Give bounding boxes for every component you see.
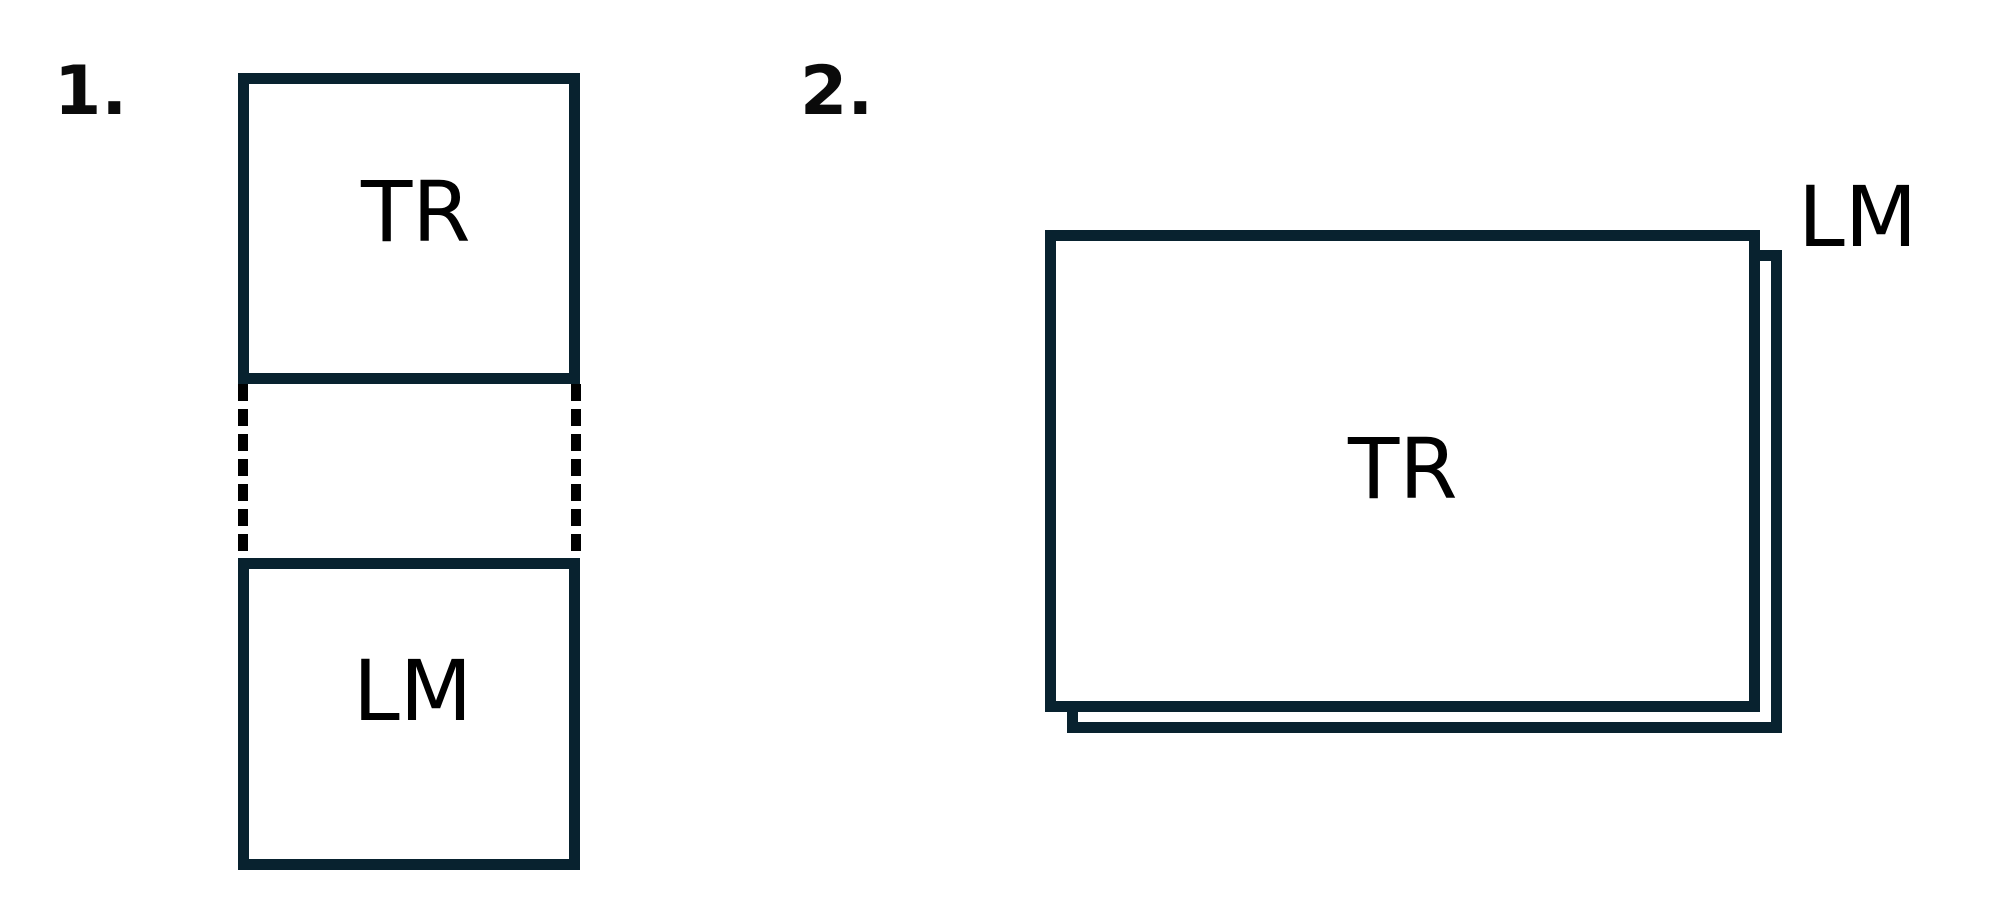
panel-1-lm-box: LM: [238, 558, 580, 870]
panel-1-lm-label: LM: [353, 642, 473, 740]
panel-1-dashed-connector-right: [571, 384, 581, 558]
panel-2-number: 2.: [800, 52, 874, 131]
panel-2-tr-label: TR: [1348, 420, 1458, 518]
panel-1-dashed-connector-left: [238, 384, 248, 558]
panel-1-tr-label: TR: [361, 163, 471, 261]
panel-2-tr-front-box: TR: [1045, 230, 1760, 712]
panel-1-tr-box: TR: [238, 73, 580, 384]
panel-2-lm-label: LM: [1798, 168, 1918, 266]
panel-1-number: 1.: [54, 52, 128, 131]
